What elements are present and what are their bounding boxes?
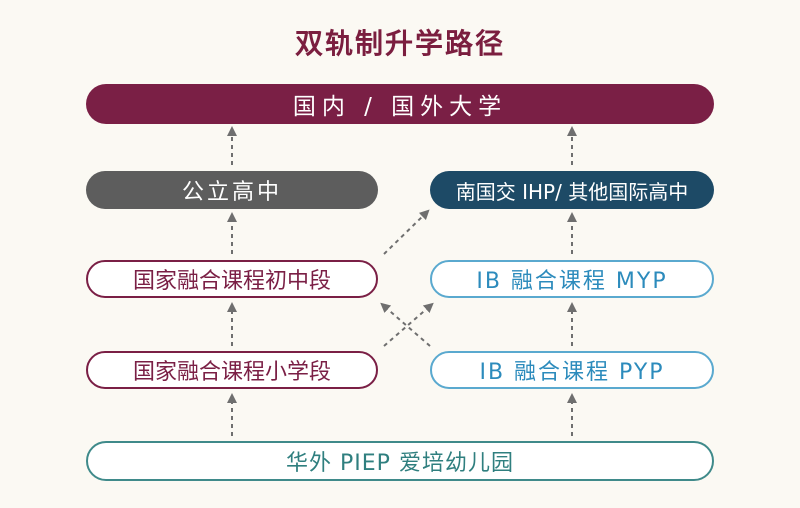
node-ib-pyp: IB 融合课程 PYP [430,351,714,389]
node-ib-myp: IB 融合课程 MYP [430,260,714,298]
node-national-middle-school: 国家融合课程初中段 [86,260,378,298]
node-kindergarten: 华外 PIEP 爱培幼儿园 [86,441,714,481]
arrow-middle-to-international [383,209,430,255]
node-national-primary-school: 国家融合课程小学段 [86,351,378,389]
node-international-high-school: 南国交 IHP/ 其他国际高中 [430,171,714,209]
node-university: 国内 / 国外大学 [86,84,714,124]
node-public-high-school: 公立高中 [86,171,378,209]
arrow-cross-to-right [383,302,434,347]
diagram-title: 双轨制升学路径 [294,27,505,60]
arrow-cross-to-left [380,302,431,347]
